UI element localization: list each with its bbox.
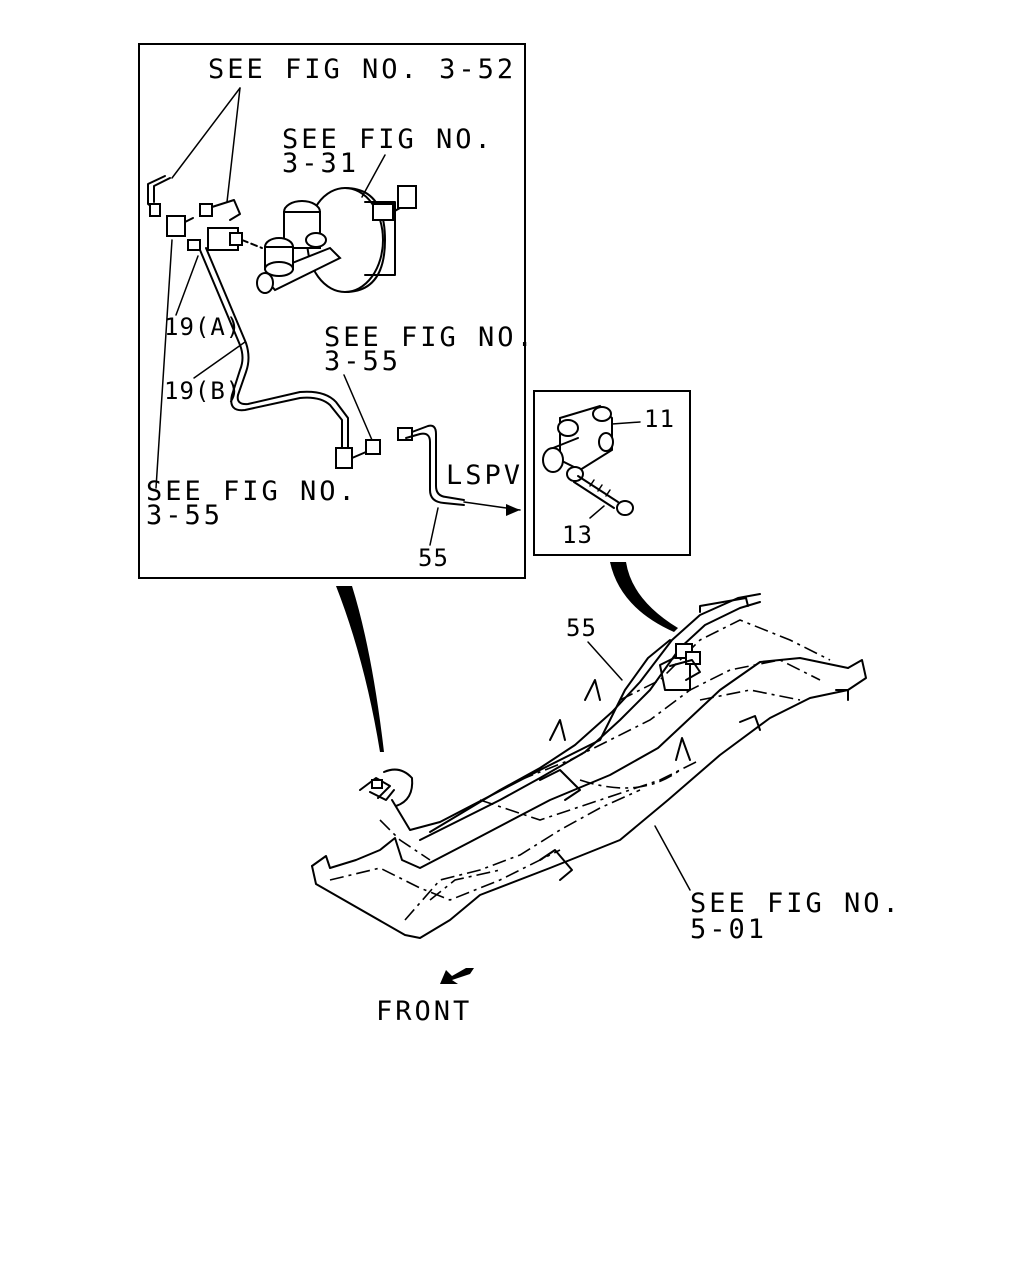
- lspv-valve-body: [542, 404, 614, 482]
- label-part-19a: 19(A): [164, 313, 241, 341]
- master-cylinder: [256, 200, 342, 294]
- label-see-fig-3-55-left-line2: 3-55: [146, 500, 223, 531]
- inset-master-cylinder: SEE FIG NO. 3-52 SEE FIG NO. 3-31 SEE FI…: [138, 43, 536, 579]
- label-lspv: LSPV: [446, 460, 523, 491]
- label-see-fig-5-01-line1: SEE FIG NO.: [690, 888, 902, 919]
- leader-55-frame: [587, 641, 623, 681]
- label-part-19b: 19(B): [164, 377, 241, 405]
- label-see-fig-3-52: SEE FIG NO. 3-52: [208, 54, 516, 85]
- label-see-fig-3-31-line1: SEE FIG NO.: [282, 124, 494, 155]
- callout-swoosh-right: [610, 562, 678, 632]
- callout-swoosh-left: [336, 586, 384, 752]
- inset-leader-lines: [155, 87, 521, 546]
- lspv-bolt: [573, 475, 634, 516]
- label-part-11: 11: [644, 405, 675, 433]
- label-see-fig-5-01-line2: 5-01: [690, 914, 767, 945]
- inset-master-cylinder-border: [138, 43, 526, 579]
- label-part-55-inset: 55: [418, 544, 449, 572]
- label-see-fig-3-55-left-line1: SEE FIG NO.: [146, 476, 358, 507]
- front-arrow-icon: [440, 968, 474, 984]
- frame-fittings-rear: [669, 643, 701, 681]
- frame-fittings-front: [359, 768, 414, 807]
- label-part-13: 13: [562, 521, 593, 549]
- label-see-fig-3-31-line2: 3-31: [282, 148, 359, 179]
- inset-lspv-valve-border: [533, 390, 691, 556]
- brake-fittings: [147, 175, 263, 251]
- label-see-fig-3-55-mid-line2: 3-55: [324, 346, 401, 377]
- label-part-55-frame: 55: [566, 614, 597, 642]
- label-front: FRONT: [376, 996, 472, 1027]
- leader-5-01: [654, 825, 691, 891]
- brake-pipe-19: [199, 247, 465, 506]
- label-see-fig-3-55-mid-line1: SEE FIG NO.: [324, 322, 536, 353]
- inset-lspv-valve: 11 13: [533, 390, 691, 556]
- vehicle-frame: [311, 593, 867, 939]
